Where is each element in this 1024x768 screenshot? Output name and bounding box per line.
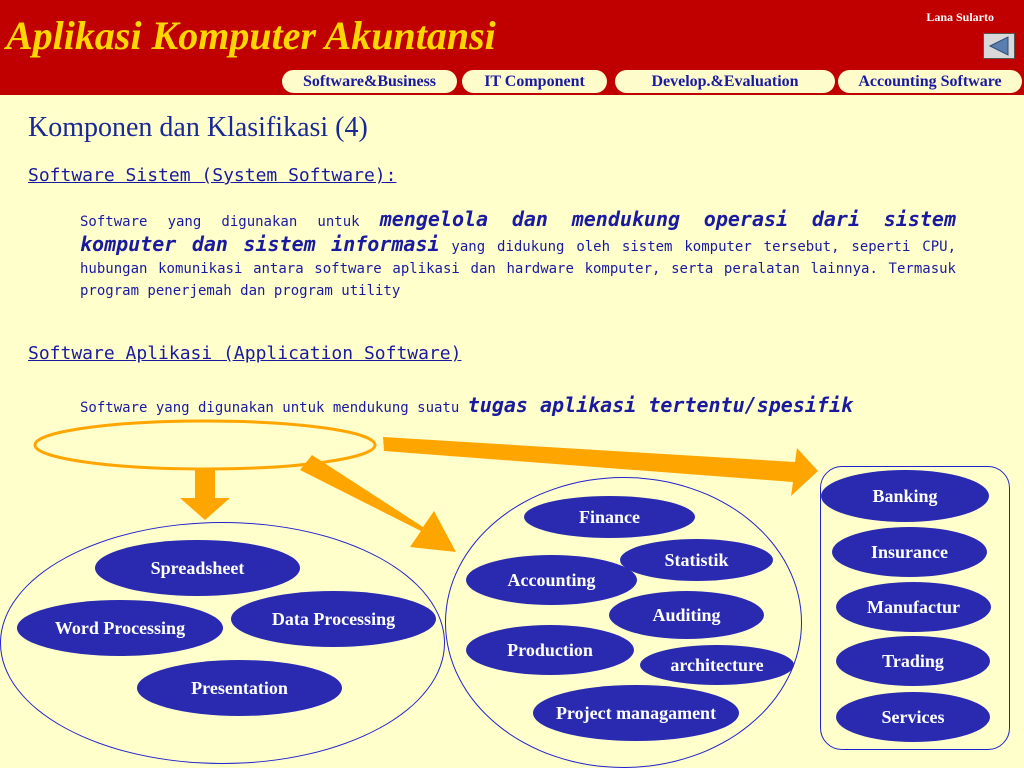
- system-software-emphasis: mengelola dan mendukung operasi dari sis…: [80, 207, 956, 256]
- pill-statistik: Statistik: [620, 539, 773, 581]
- pill-production: Production: [466, 625, 634, 675]
- application-software-emphasis: tugas aplikasi tertentu/spesifik: [467, 393, 854, 417]
- pill-manufactur: Manufactur: [836, 582, 991, 632]
- tab-software-business[interactable]: Software&Business: [282, 70, 457, 93]
- pill-services: Services: [836, 692, 990, 742]
- pill-finance: Finance: [524, 496, 695, 538]
- application-software-text-1: Software yang digunakan untuk mendukung …: [80, 400, 468, 416]
- system-software-paragraph: Software yang digunakan untuk mengelola …: [80, 208, 956, 302]
- pill-data-processing: Data Processing: [231, 591, 436, 647]
- pill-presentation: Presentation: [137, 660, 342, 716]
- pill-project-managament: Project managament: [533, 685, 739, 741]
- tab-accounting-software[interactable]: Accounting Software: [838, 70, 1022, 93]
- arrow-to-general: [180, 470, 230, 520]
- pill-spreadsheet: Spreadsheet: [95, 540, 300, 596]
- slide-title: Komponen dan Klasifikasi (4): [28, 112, 368, 143]
- system-software-text-2: yang didukung oleh sistem komputer terse…: [80, 239, 956, 299]
- highlight-ellipse: [33, 419, 377, 471]
- arrow-to-functional: [300, 455, 456, 552]
- back-button[interactable]: [983, 33, 1015, 59]
- industry-software-group: [820, 466, 1010, 750]
- pill-trading: Trading: [836, 636, 990, 686]
- system-software-text-1: Software yang digunakan untuk: [80, 214, 380, 230]
- header-bar: Aplikasi Komputer Akuntansi Lana Sularto…: [0, 0, 1024, 95]
- system-software-heading: Software Sistem (System Software):: [28, 165, 397, 186]
- pill-auditing: Auditing: [609, 591, 764, 639]
- tab-develop-evaluation[interactable]: Develop.&Evaluation: [615, 70, 835, 93]
- back-arrow-icon: [988, 36, 1009, 56]
- arrow-to-industry: [383, 437, 818, 496]
- pill-architecture: architecture: [640, 645, 794, 685]
- app-title: Aplikasi Komputer Akuntansi: [6, 13, 496, 58]
- pill-insurance: Insurance: [832, 527, 987, 577]
- pill-accounting: Accounting: [466, 555, 637, 605]
- pill-banking: Banking: [821, 470, 989, 522]
- tab-it-component[interactable]: IT Component: [462, 70, 607, 93]
- author-label: Lana Sularto: [926, 10, 994, 24]
- application-software-paragraph: Software yang digunakan untuk mendukung …: [80, 390, 956, 423]
- pill-word-processing: Word Processing: [17, 600, 223, 656]
- general-software-group: [0, 522, 445, 764]
- application-software-heading: Software Aplikasi (Application Software): [28, 343, 462, 364]
